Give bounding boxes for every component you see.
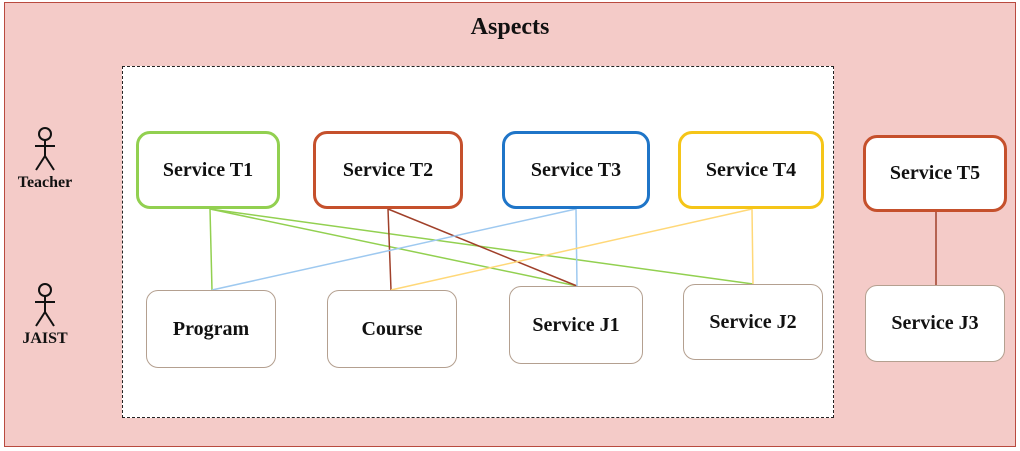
actor-teacher-label: Teacher — [17, 174, 73, 191]
node-program: Program — [146, 290, 276, 368]
node-service-j2: Service J2 — [683, 284, 823, 360]
stick-figure-icon — [35, 127, 55, 171]
actor-jaist: JAIST — [10, 282, 80, 348]
node-service-t4: Service T4 — [678, 131, 824, 209]
node-service-t1: Service T1 — [136, 131, 280, 209]
actor-jaist-label: JAIST — [22, 330, 68, 347]
actor-teacher: Teacher — [10, 126, 80, 192]
node-service-t2: Service T2 — [313, 131, 463, 209]
node-course: Course — [327, 290, 457, 368]
node-service-t3: Service T3 — [502, 131, 650, 209]
node-service-j1: Service J1 — [509, 286, 643, 364]
stick-figure-icon — [35, 283, 55, 327]
node-service-j3: Service J3 — [865, 285, 1005, 362]
node-service-t5: Service T5 — [863, 135, 1007, 212]
diagram-title: Aspects — [470, 14, 550, 40]
